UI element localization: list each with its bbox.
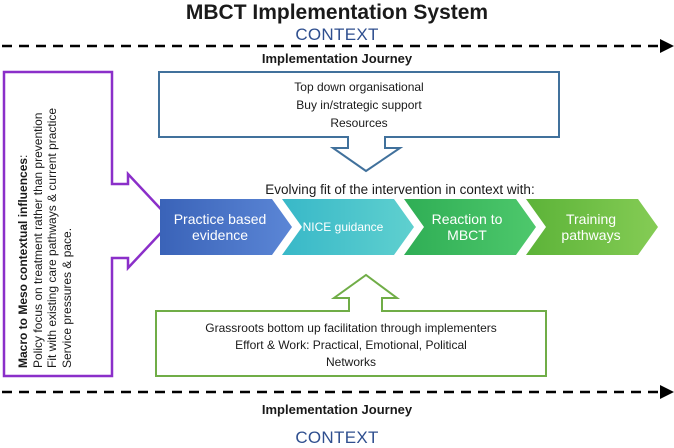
side-box-line: Fit with existing care pathways & curren… <box>45 107 59 368</box>
side-box-heading: Macro to Meso contextual influences <box>16 157 30 368</box>
bottom-box-text: Grassroots bottom up facilitation throug… <box>160 320 542 371</box>
chevron-reaction-to-mbct <box>404 199 536 255</box>
top-box-line: Top down organisational <box>294 80 424 94</box>
top-box-line: Resources <box>330 116 388 130</box>
top-box-text: Top down organisational Buy in/strategic… <box>162 78 556 132</box>
diagram-title: MBCT Implementation System <box>185 1 489 24</box>
top-box-outline <box>158 71 560 173</box>
side-box-text: Macro to Meso contextual influences: Pol… <box>16 78 116 368</box>
fit-heading: Evolving fit of the intervention in cont… <box>265 182 535 197</box>
chevron-nice-guidance <box>282 199 414 255</box>
context-label-top: CONTEXT <box>295 25 379 44</box>
top-box-line: Buy in/strategic support <box>296 98 422 112</box>
side-box-outline <box>2 70 174 378</box>
chevron-label-training-pathways: Training pathways <box>561 211 621 243</box>
implementation-journey-label-bottom: Implementation Journey <box>261 402 413 417</box>
side-box-heading-colon: : <box>16 154 30 158</box>
implementation-journey-label-top: Implementation Journey <box>261 51 413 66</box>
bottom-box-line: Networks <box>325 355 376 369</box>
chevron-label-practice-based-evidence: Practice based evidence <box>173 211 267 243</box>
chevron-label-nice-guidance: NICE guidance <box>302 220 384 234</box>
dashed-line-bottom-arrowhead <box>660 385 674 399</box>
bottom-box-line: Grassroots bottom up facilitation throug… <box>205 321 497 335</box>
chevron-practice-based-evidence <box>160 199 292 255</box>
side-box-line: Policy focus on treatment rather than pr… <box>30 112 45 368</box>
dashed-line-top-arrowhead <box>660 39 674 53</box>
chevron-training-pathways <box>526 199 658 255</box>
bottom-box-outline <box>155 273 547 377</box>
side-box-heading-row: Macro to Meso contextual influences: <box>16 78 31 368</box>
bottom-box-line: Effort & Work: Practical, Emotional, Pol… <box>235 338 467 352</box>
chevron-label-reaction-to-mbct: Reaction to MBCT <box>431 211 503 243</box>
side-box-line: Service pressures & pace. <box>59 227 74 368</box>
context-label-bottom: CONTEXT <box>295 428 379 447</box>
